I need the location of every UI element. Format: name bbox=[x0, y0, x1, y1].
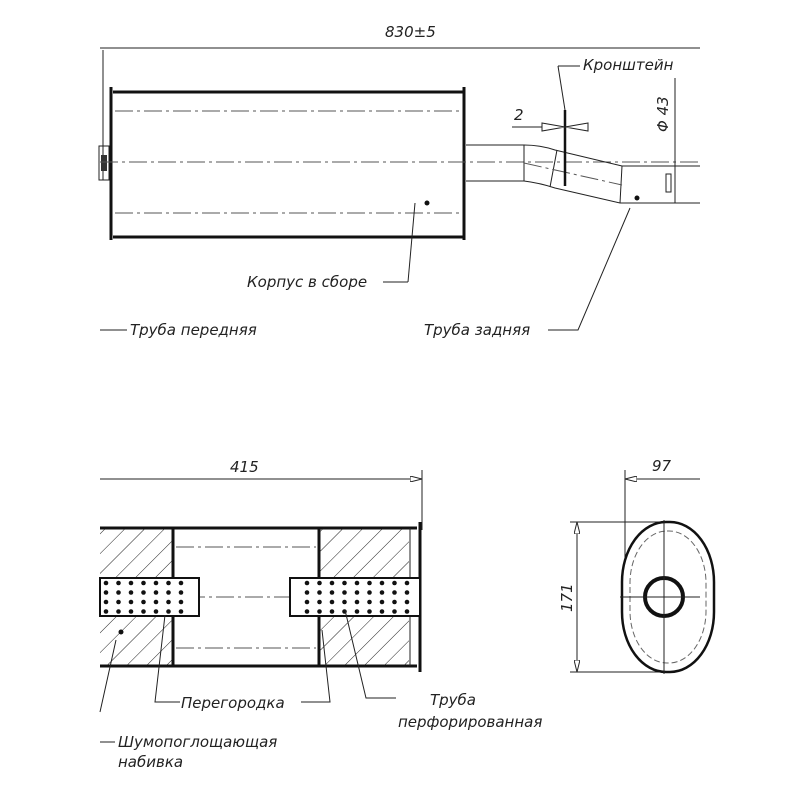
perforation-hole bbox=[153, 590, 159, 595]
perforation-hole bbox=[141, 590, 146, 595]
muffler-body bbox=[100, 87, 700, 240]
bracket-label: Кронштейн bbox=[583, 56, 674, 74]
perforation-hole bbox=[166, 580, 171, 586]
perforation-hole bbox=[304, 599, 310, 605]
perforation-hole bbox=[342, 590, 347, 595]
perforation-hole bbox=[128, 609, 134, 614]
perforation-hole bbox=[404, 609, 410, 614]
perforation-hole bbox=[128, 580, 134, 586]
perforation-hole bbox=[304, 590, 310, 595]
perforated-pipe-right bbox=[289, 577, 421, 617]
overall-length-text: 830±5 bbox=[385, 23, 436, 41]
pipe-diameter-text: Φ 43 bbox=[654, 96, 672, 132]
perforation-hole bbox=[304, 580, 310, 586]
packing-label-line2: набивка bbox=[118, 753, 183, 771]
perforation-hole bbox=[392, 609, 397, 614]
perforation-hole bbox=[304, 609, 310, 614]
end-view: 97 171 bbox=[558, 457, 716, 674]
perforation-hole bbox=[317, 590, 322, 595]
perforation-hole bbox=[153, 599, 159, 605]
perforation-hole bbox=[354, 609, 360, 614]
body-assembly-label: Корпус в сборе bbox=[247, 273, 367, 291]
perforation-hole bbox=[329, 580, 335, 586]
perforation-hole bbox=[116, 580, 121, 586]
perforation-hole bbox=[379, 609, 385, 614]
perforation-hole bbox=[367, 599, 372, 605]
perforation-hole bbox=[103, 609, 109, 614]
perforation-hole bbox=[128, 590, 134, 595]
perforated-pipe-label-line2: перфорированная bbox=[398, 713, 542, 731]
perforated-pipe-label-line1: Труба bbox=[430, 691, 476, 709]
perforation-hole bbox=[128, 599, 134, 605]
end-height-text: 171 bbox=[558, 583, 576, 612]
perforation-hole bbox=[317, 580, 322, 586]
perforation-hole bbox=[354, 590, 360, 595]
top-view: 830±5 bbox=[98, 23, 700, 339]
packing-label-line1: Шумопоглощающая bbox=[118, 733, 277, 751]
perforation-hole bbox=[153, 580, 159, 586]
perforation-hole bbox=[354, 599, 360, 605]
perforation-hole bbox=[404, 599, 410, 605]
perforation-hole bbox=[103, 599, 109, 605]
perforation-hole bbox=[342, 580, 347, 586]
perforation-hole bbox=[141, 599, 146, 605]
section-view: 415 Перегородка Тр bbox=[99, 458, 542, 771]
partition-label: Перегородка bbox=[181, 694, 285, 712]
perforation-hole bbox=[178, 599, 184, 605]
bracket: Кронштейн 2 bbox=[512, 56, 674, 186]
perforation-hole bbox=[141, 580, 146, 586]
body-length-text: 415 bbox=[230, 458, 259, 476]
perforation-hole bbox=[178, 580, 184, 586]
end-width-text: 97 bbox=[652, 457, 672, 475]
perforation-hole bbox=[392, 590, 397, 595]
perforation-hole bbox=[166, 590, 171, 595]
perforation-hole bbox=[404, 580, 410, 586]
perforated-pipe-left bbox=[99, 577, 200, 617]
perforation-hole bbox=[329, 609, 335, 614]
perforation-hole bbox=[392, 599, 397, 605]
perforation-hole bbox=[103, 580, 109, 586]
perforation-hole bbox=[166, 609, 171, 614]
bracket-dimension-text: 2 bbox=[514, 106, 524, 124]
perforation-hole bbox=[178, 609, 184, 614]
front-pipe-label: Труба передняя bbox=[130, 321, 257, 339]
perforation-hole bbox=[317, 609, 322, 614]
perforation-hole bbox=[166, 599, 171, 605]
perforation-hole bbox=[354, 580, 360, 586]
perforation-hole bbox=[367, 580, 372, 586]
perforation-hole bbox=[141, 609, 146, 614]
perforation-hole bbox=[103, 590, 109, 595]
front-pipe bbox=[98, 145, 110, 181]
perforation-hole bbox=[329, 599, 335, 605]
rear-pipe bbox=[466, 144, 700, 204]
perforation-hole bbox=[153, 609, 159, 614]
perforation-hole bbox=[329, 590, 335, 595]
perforation-hole bbox=[392, 580, 397, 586]
rear-pipe-label: Труба задняя bbox=[424, 321, 530, 339]
perforation-hole bbox=[367, 590, 372, 595]
perforation-hole bbox=[367, 609, 372, 614]
perforation-hole bbox=[379, 580, 385, 586]
perforation-hole bbox=[379, 599, 385, 605]
perforation-hole bbox=[116, 590, 121, 595]
perforation-hole bbox=[116, 599, 121, 605]
perforation-hole bbox=[342, 599, 347, 605]
perforation-hole bbox=[379, 590, 385, 595]
perforation-hole bbox=[116, 609, 121, 614]
perforation-hole bbox=[178, 590, 184, 595]
perforation-hole bbox=[317, 599, 322, 605]
perforation-hole bbox=[404, 590, 410, 595]
